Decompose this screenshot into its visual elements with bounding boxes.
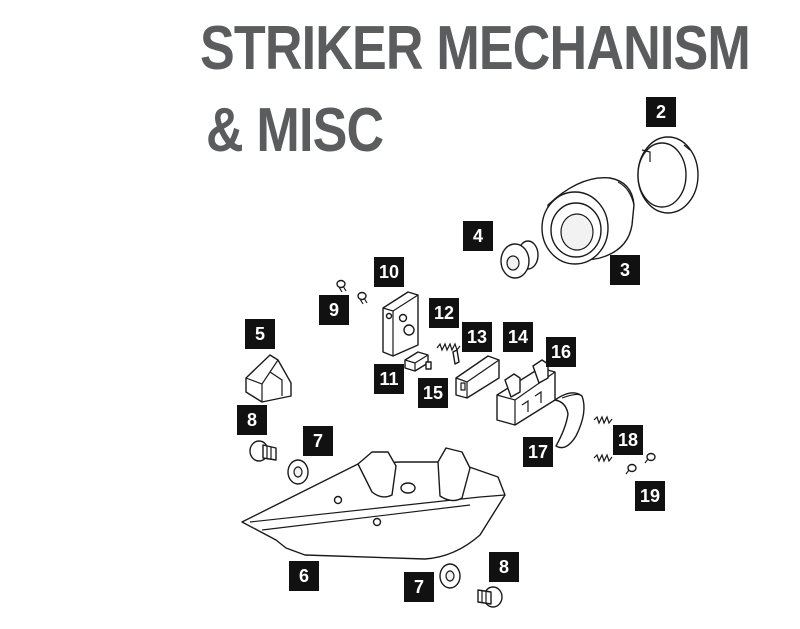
- diagram-title-line-2: & MISC: [206, 96, 384, 165]
- callout-number: 6: [299, 566, 309, 586]
- callout-label-8-upper: 8: [237, 405, 267, 435]
- callout-number: 18: [618, 430, 638, 450]
- part-17-curved-piece: [554, 392, 585, 449]
- part-6-housing-base: [241, 447, 506, 560]
- part-7-washer-lower: [439, 563, 461, 589]
- part-16-block: [496, 359, 556, 426]
- part-15-small-pin: [425, 361, 432, 370]
- callout-label-13: 13: [462, 322, 492, 352]
- callout-label-9: 9: [319, 295, 349, 325]
- callout-label-8-lower: 8: [489, 552, 519, 582]
- part-14-slide: [455, 355, 500, 399]
- part-5-bracket: [245, 354, 292, 403]
- callout-number: 7: [414, 577, 424, 597]
- part-8-bolt-upper: [249, 440, 277, 462]
- callout-number: 9: [329, 300, 339, 320]
- callout-number: 8: [499, 557, 509, 577]
- callout-label-10: 10: [374, 257, 404, 287]
- callout-number: 12: [434, 303, 454, 323]
- callout-label-16: 16: [546, 337, 576, 367]
- callout-number: 10: [379, 262, 399, 282]
- callout-number: 3: [620, 260, 630, 280]
- callout-number: 11: [379, 369, 398, 389]
- callout-label-18: 18: [613, 425, 643, 455]
- part-7-washer-upper: [287, 459, 309, 485]
- part-13-pin: [452, 349, 460, 365]
- callout-label-17: 17: [523, 437, 553, 467]
- callout-label-5: 5: [245, 319, 275, 349]
- part-4-knob: [500, 240, 539, 279]
- callout-label-19: 19: [635, 481, 665, 511]
- part-19-screws: [625, 452, 656, 475]
- callout-label-14: 14: [503, 322, 533, 352]
- part-8-bolt-lower: [477, 586, 503, 608]
- callout-label-7-lower: 7: [404, 572, 434, 602]
- callout-number: 4: [473, 226, 483, 246]
- callout-label-3: 3: [610, 255, 640, 285]
- part-18-springs: [593, 415, 613, 463]
- callout-number: 2: [656, 102, 666, 122]
- part-12-spring: [436, 342, 461, 352]
- callout-label-11: 11: [374, 364, 404, 394]
- part-3-cylinder: [541, 177, 635, 265]
- callout-number: 7: [313, 431, 323, 451]
- callout-number: 16: [551, 342, 571, 362]
- callout-label-15: 15: [418, 378, 448, 408]
- callout-label-4: 4: [463, 221, 493, 251]
- callout-label-6: 6: [289, 561, 319, 591]
- callout-number: 19: [640, 486, 660, 506]
- part-10-plate: [382, 291, 419, 357]
- callout-number: 17: [528, 442, 548, 462]
- diagram-title-line-1: STRIKER MECHANISM: [200, 14, 751, 83]
- callout-label-7-upper: 7: [303, 426, 333, 456]
- callout-number: 15: [423, 383, 443, 403]
- part-2-end-cap: [637, 136, 699, 214]
- callout-number: 5: [255, 324, 265, 344]
- callout-number: 8: [247, 410, 257, 430]
- part-11-latch: [404, 351, 429, 372]
- callout-label-2: 2: [646, 97, 676, 127]
- callout-number: 13: [467, 327, 487, 347]
- part-9-screws: [336, 279, 368, 305]
- callout-label-12: 12: [429, 298, 459, 328]
- callout-number: 14: [508, 327, 528, 347]
